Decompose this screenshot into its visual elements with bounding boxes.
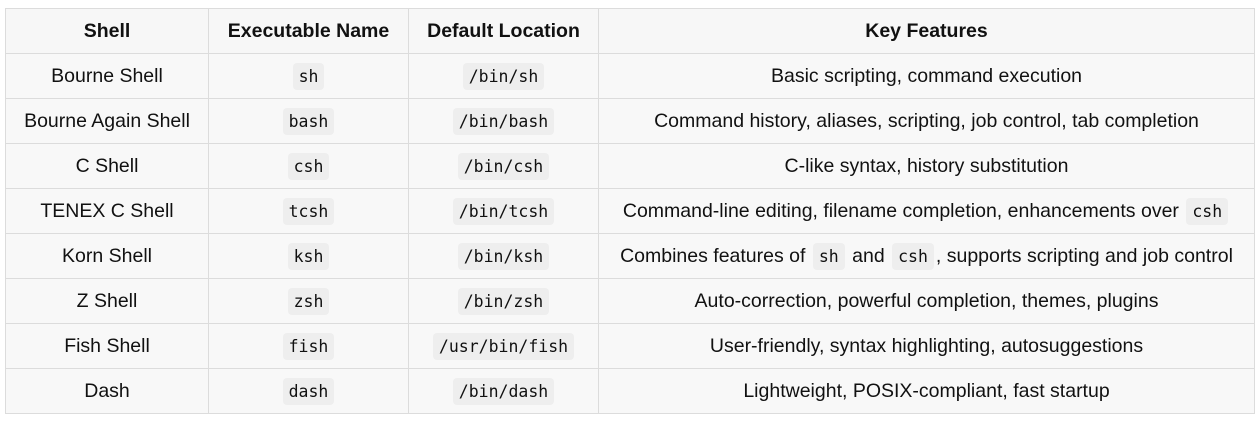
- location-code: /bin/ksh: [457, 242, 550, 270]
- header-key-features: Key Features: [598, 8, 1255, 54]
- header-shell: Shell: [5, 8, 209, 54]
- table-row: Bourne Shell sh/bin/sh Basic scripting, co…: [5, 53, 1255, 99]
- cell-default-location: /bin/sh: [408, 53, 599, 99]
- cell-default-location: /bin/csh: [408, 143, 599, 189]
- location-code: /bin/dash: [452, 377, 555, 405]
- cell-shell-name: Bourne Again Shell: [5, 98, 209, 144]
- feature-text: Auto-correction, powerful completion, th…: [694, 289, 1159, 312]
- feature-text: Basic scripting, command execution: [770, 64, 1083, 87]
- executable-code: ksh: [287, 242, 330, 270]
- cell-executable: ksh: [208, 233, 409, 279]
- executable-code: csh: [287, 152, 330, 180]
- cell-key-features: Auto-correction, powerful completion, th…: [598, 278, 1255, 324]
- cell-default-location: /bin/ksh: [408, 233, 599, 279]
- location-code: /bin/tcsh: [452, 197, 555, 225]
- feature-text: Lightweight, POSIX-compliant, fast start…: [743, 379, 1110, 402]
- table-row: Korn Shell ksh/bin/ksh Combines features o…: [5, 233, 1255, 279]
- executable-code: fish: [282, 332, 335, 360]
- table-row: TENEX C Shell tcsh/bin/tcsh Command-line e…: [5, 188, 1255, 234]
- cell-executable: csh: [208, 143, 409, 189]
- cell-shell-name: C Shell: [5, 143, 209, 189]
- feature-text: C-like syntax, history substitution: [784, 154, 1069, 177]
- shell-comparison-table: Shell Executable Name Default Location K…: [5, 8, 1255, 414]
- table-row: Z Shell zsh/bin/zsh Auto-correction, power…: [5, 278, 1255, 324]
- feature-inline-code: csh: [1186, 197, 1229, 225]
- cell-key-features: Lightweight, POSIX-compliant, fast start…: [598, 368, 1255, 414]
- cell-default-location: /bin/bash: [408, 98, 599, 144]
- cell-shell-name: TENEX C Shell: [5, 188, 209, 234]
- table-row: Dash dash/bin/dash Lightweight, POSIX-comp…: [5, 368, 1255, 414]
- cell-executable: sh: [208, 53, 409, 99]
- feature-text: User-friendly, syntax highlighting, auto…: [709, 334, 1144, 357]
- cell-default-location: /usr/bin/fish: [408, 323, 599, 369]
- table-header: Shell Executable Name Default Location K…: [5, 8, 1255, 54]
- table-row: Fish Shell fish/usr/bin/fish User-friendly…: [5, 323, 1255, 369]
- table-row: Bourne Again Shell bash/bin/bash Command h…: [5, 98, 1255, 144]
- cell-executable: zsh: [208, 278, 409, 324]
- cell-executable: tcsh: [208, 188, 409, 234]
- cell-key-features: Command history, aliases, scripting, job…: [598, 98, 1255, 144]
- location-code: /bin/csh: [457, 152, 550, 180]
- executable-code: bash: [282, 107, 335, 135]
- executable-code: zsh: [287, 287, 330, 315]
- feature-text: and: [846, 244, 891, 267]
- location-code: /bin/sh: [462, 62, 545, 90]
- table-row: C Shell csh/bin/csh C-like syntax, history…: [5, 143, 1255, 189]
- cell-key-features: Command-line editing, filename completio…: [598, 188, 1255, 234]
- feature-text: Command history, aliases, scripting, job…: [654, 109, 1199, 132]
- executable-code: tcsh: [282, 197, 335, 225]
- feature-inline-code: sh: [812, 242, 845, 270]
- cell-shell-name: Dash: [5, 368, 209, 414]
- cell-executable: fish: [208, 323, 409, 369]
- cell-shell-name: Fish Shell: [5, 323, 209, 369]
- location-code: /bin/zsh: [457, 287, 550, 315]
- shell-comparison-table-container: Shell Executable Name Default Location K…: [5, 8, 1255, 414]
- feature-text: Command-line editing, filename completio…: [622, 199, 1185, 222]
- feature-inline-code: csh: [892, 242, 934, 270]
- cell-default-location: /bin/tcsh: [408, 188, 599, 234]
- executable-code: dash: [282, 377, 335, 405]
- cell-key-features: C-like syntax, history substitution: [598, 143, 1255, 189]
- cell-executable: dash: [208, 368, 409, 414]
- cell-key-features: User-friendly, syntax highlighting, auto…: [598, 323, 1255, 369]
- location-code: /bin/bash: [452, 107, 555, 135]
- location-code: /usr/bin/fish: [432, 332, 575, 360]
- executable-code: sh: [292, 62, 325, 90]
- cell-shell-name: Korn Shell: [5, 233, 209, 279]
- header-executable-name: Executable Name: [208, 8, 409, 54]
- cell-shell-name: Bourne Shell: [5, 53, 209, 99]
- cell-key-features: Basic scripting, command execution: [598, 53, 1255, 99]
- header-default-location: Default Location: [408, 8, 599, 54]
- table-body: Bourne Shell sh/bin/sh Basic scripting, co…: [5, 53, 1255, 414]
- feature-text: Combines features of: [620, 244, 811, 267]
- feature-text: , supports scripting and job control: [935, 244, 1233, 267]
- cell-executable: bash: [208, 98, 409, 144]
- cell-key-features: Combines features of sh and csh, support…: [598, 233, 1255, 279]
- cell-default-location: /bin/zsh: [408, 278, 599, 324]
- cell-shell-name: Z Shell: [5, 278, 209, 324]
- cell-default-location: /bin/dash: [408, 368, 599, 414]
- header-row: Shell Executable Name Default Location K…: [5, 8, 1255, 54]
